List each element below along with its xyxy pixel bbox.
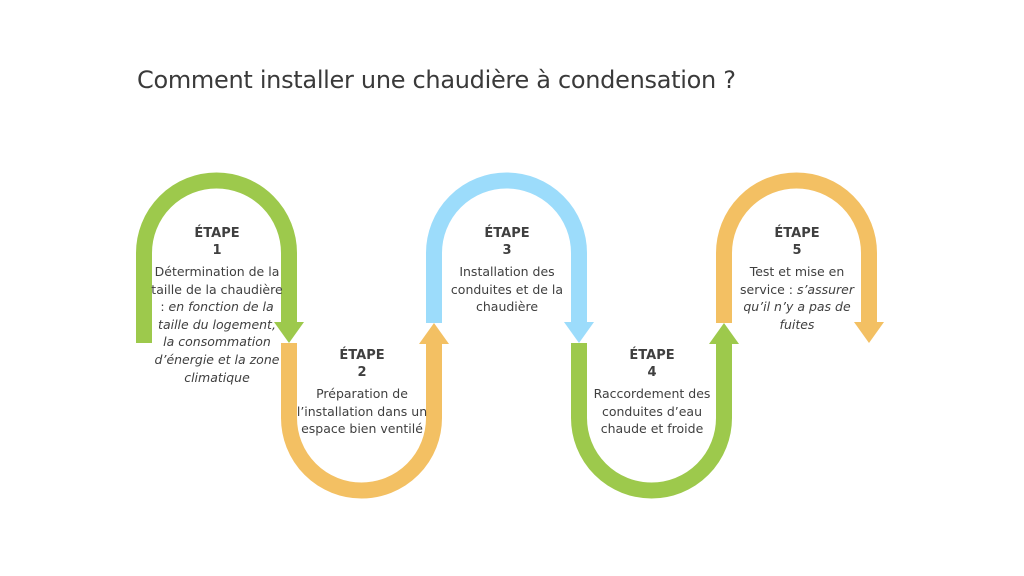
step-2-label: ÉTAPE	[339, 348, 385, 363]
step-3-arch	[426, 172, 587, 323]
step-2-number: 2	[357, 365, 367, 380]
step-4-text: Raccordement des conduites d’eau chaude …	[593, 386, 711, 437]
step-2-valley	[281, 343, 442, 499]
step-5: ÉTAPE 5 Test et mise en service : s’assu…	[731, 225, 863, 333]
step-4-label: ÉTAPE	[629, 348, 675, 363]
step-3: ÉTAPE 3 Installation des conduites et de…	[441, 225, 573, 316]
step-3-number: 3	[502, 243, 512, 258]
step-1-number: 1	[212, 243, 222, 258]
step-1-down-arrow-icon	[274, 322, 304, 343]
step-4-up-arrow-icon	[709, 323, 739, 344]
step-5-description: Test et mise en service : s’assurer qu’i…	[731, 263, 863, 333]
step-2-text: Préparation de l’installation dans un es…	[296, 386, 428, 437]
step-3-label: ÉTAPE	[484, 226, 530, 241]
page-title: Comment installer une chaudière à conden…	[137, 66, 736, 94]
step-1-label: ÉTAPE	[194, 226, 240, 241]
step-5-arch	[716, 172, 877, 323]
step-1-italic-text: en fonction de la taille du logement, la…	[154, 299, 280, 385]
step-2: ÉTAPE 2 Préparation de l’installation da…	[296, 347, 428, 438]
step-5-text: Test et mise en service :	[740, 264, 845, 297]
step-4-number: 4	[647, 365, 657, 380]
step-4-valley	[571, 343, 732, 499]
step-2-up-arrow-icon	[419, 323, 449, 344]
step-4: ÉTAPE 4 Raccordement des conduites d’eau…	[586, 347, 718, 438]
step-5-down-arrow-icon	[854, 322, 884, 343]
step-3-down-arrow-icon	[564, 322, 594, 343]
step-1-description: Détermination de la taille de la chaudiè…	[151, 263, 283, 386]
step-5-italic-text: s’assurer qu’il n’y a pas de fuites	[743, 281, 854, 332]
step-5-label: ÉTAPE	[774, 226, 820, 241]
step-5-number: 5	[792, 243, 802, 258]
step-1-arch	[136, 172, 297, 343]
step-3-text: Installation des conduites et de la chau…	[450, 264, 564, 315]
step-1-text: Détermination de la taille de la chaudiè…	[151, 264, 283, 315]
step-1: ÉTAPE 1 Détermination de la taille de la…	[151, 225, 283, 386]
step-2-description: Préparation de l’installation dans un es…	[296, 385, 428, 438]
step-4-description: Raccordement des conduites d’eau chaude …	[586, 385, 718, 438]
step-3-description: Installation des conduites et de la chau…	[441, 263, 573, 316]
